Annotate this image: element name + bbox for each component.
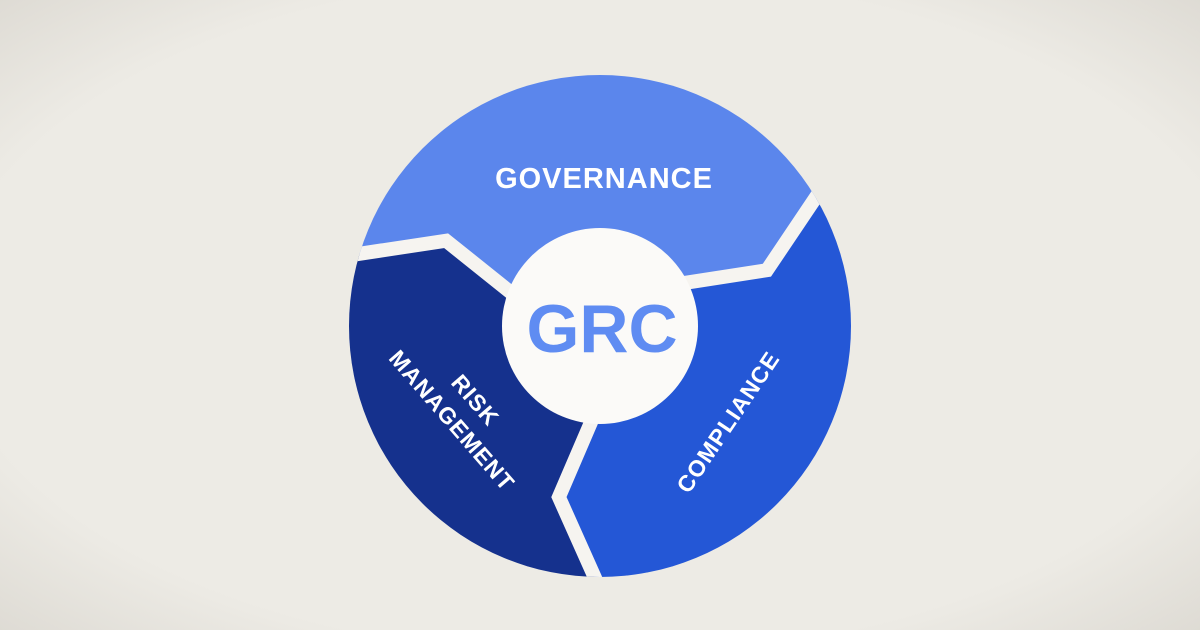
center-grc-label: GRC — [526, 291, 677, 367]
gap-arrow-band-compliance-to-risk — [551, 417, 605, 577]
governance-label: GOVERNANCE — [495, 163, 713, 195]
segment-compliance — [558, 191, 851, 577]
gap-arrow-band-risk-to-governance — [350, 233, 516, 299]
center-hub-circle — [502, 228, 698, 424]
segment-governance — [352, 75, 820, 326]
gap-arrow-band-governance-to-compliance — [683, 187, 826, 290]
